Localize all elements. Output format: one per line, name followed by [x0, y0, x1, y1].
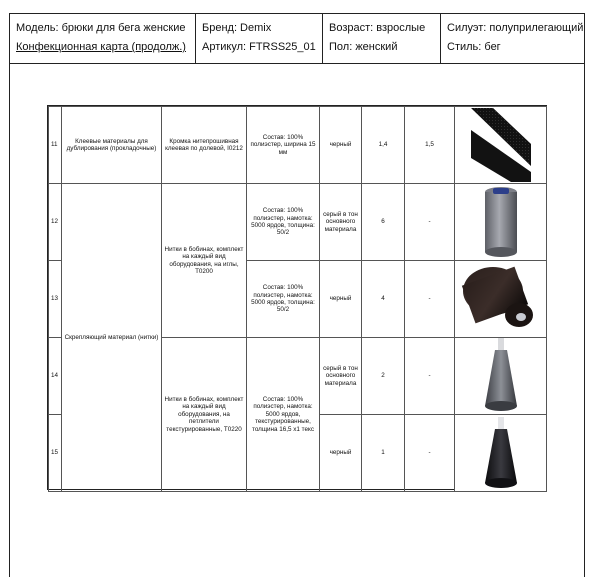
material-extra: -: [404, 260, 455, 338]
material-color: черный: [319, 414, 362, 492]
table-row: 13 Состав: 100% полиэстер, намотка: 5000…: [48, 260, 547, 338]
header-silhouette-cell: Силуэт: полуприлегающий Стиль: бег: [441, 14, 584, 63]
header-silhouette: Силуэт: полуприлегающий: [447, 22, 584, 34]
material-qty: 1: [361, 414, 405, 492]
material-name: Нитки в бобинах, комплект на каждый вид …: [161, 337, 247, 492]
material-category: Скрепляющий материал (нитки): [61, 183, 162, 492]
material-extra: 1,5: [404, 106, 455, 184]
header-gender: Пол: женский: [329, 41, 398, 53]
material-qty: 6: [361, 183, 405, 261]
material-composition: Состав: 100% полиэстер, намотка: 5000 яр…: [246, 260, 320, 338]
material-color: серый в тон основного материала: [319, 337, 362, 415]
table-row: 15 черный 1 -: [48, 414, 547, 492]
material-composition: Состав: 100% полиэстер, намотка: 5000 яр…: [246, 183, 320, 261]
material-extra: -: [404, 414, 455, 492]
materials-table: 11 Клеевые материалы для дублирования (п…: [48, 106, 547, 492]
material-color: черный: [319, 106, 362, 184]
material-image-cell: [454, 337, 547, 415]
material-extra: -: [404, 183, 455, 261]
header-brand: Бренд: Demix: [202, 22, 272, 34]
material-composition: Состав: 100% полиэстер, намотка: 5000 яр…: [246, 337, 320, 492]
material-qty: 2: [361, 337, 405, 415]
table-row: 14 Нитки в бобинах, комплект на каждый в…: [48, 337, 547, 492]
row-number: 13: [48, 260, 62, 338]
row-number: 11: [48, 106, 62, 184]
header-style: Стиль: бег: [447, 41, 501, 53]
header-age-cell: Возраст: взрослые Пол: женский: [323, 14, 441, 63]
materials-sheet: 11 Клеевые материалы для дублирования (п…: [47, 105, 547, 492]
material-category: Клеевые материалы для дублирования (прок…: [61, 106, 162, 184]
grey-cone-spool-image: [484, 338, 517, 411]
material-image-cell: [454, 414, 547, 492]
black-adhesive-tape-image: [470, 108, 531, 182]
document-header: Модель: брюки для бега женские Конфекцио…: [9, 13, 585, 64]
material-image-cell: [454, 183, 547, 261]
header-card-title: Конфекционная карта (продолж.): [16, 41, 186, 53]
material-color: черный: [319, 260, 362, 338]
material-image-cell: [454, 260, 547, 338]
header-brand-cell: Бренд: Demix Артикул: FTRSS25_01: [196, 14, 323, 63]
material-name: Нитки в бобинах, комплект на каждый вид …: [161, 183, 247, 338]
material-image-cell: [454, 106, 547, 184]
header-model: Модель: брюки для бега женские: [16, 22, 186, 34]
table-row: 12 Скрепляющий материал (нитки) Нитки в …: [48, 183, 547, 492]
row-number: 12: [48, 183, 62, 261]
row-number: 15: [48, 414, 62, 492]
grey-thread-spool-image: [484, 187, 517, 257]
material-qty: 4: [361, 260, 405, 338]
row-number: 14: [48, 337, 62, 415]
header-age: Возраст: взрослые: [329, 22, 426, 34]
material-name: Кромка нитепрошивная клеевая по долевой,…: [161, 106, 247, 184]
material-extra: -: [404, 337, 455, 415]
material-qty: 1,4: [361, 106, 405, 184]
table-row: 11 Клеевые материалы для дублирования (п…: [48, 106, 547, 184]
black-cone-spool-image: [484, 417, 517, 488]
material-composition: Состав: 100% полиэстер, ширина 15 мм: [246, 106, 320, 184]
black-thread-spool-image: [461, 266, 533, 327]
material-color: серый в тон основного материала: [319, 183, 362, 261]
header-article: Артикул: FTRSS25_01: [202, 41, 316, 53]
header-model-cell: Модель: брюки для бега женские Конфекцио…: [10, 14, 196, 63]
